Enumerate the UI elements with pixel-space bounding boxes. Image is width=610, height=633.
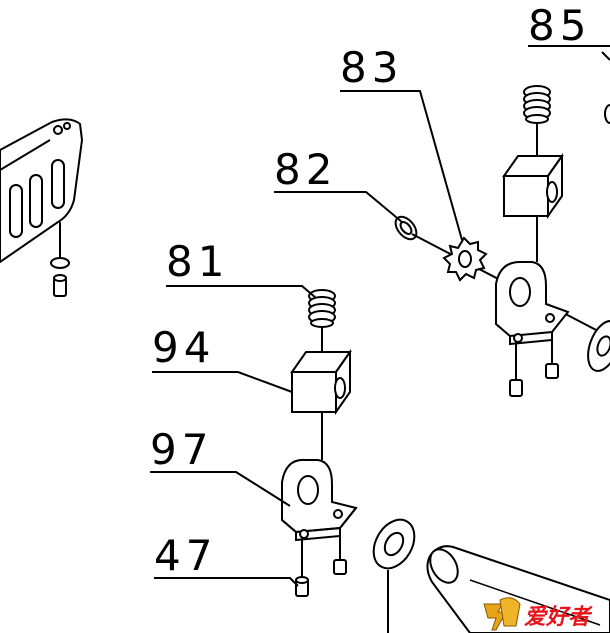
watermark-logo: 爱好者 bbox=[483, 597, 593, 631]
cover-plate bbox=[0, 118, 84, 297]
label-47: 47 bbox=[154, 531, 217, 580]
shaft bbox=[426, 545, 610, 633]
label-81: 81 bbox=[166, 237, 229, 286]
label-83: 83 bbox=[340, 43, 403, 92]
washer-lower bbox=[372, 518, 416, 633]
watermark-text: 爱好者 bbox=[524, 605, 593, 630]
spring-85 bbox=[523, 85, 551, 156]
washer-right bbox=[587, 320, 610, 372]
label-97: 97 bbox=[150, 425, 213, 474]
bracket-right bbox=[495, 261, 570, 397]
bracket-97 bbox=[281, 458, 358, 582]
spring-81 bbox=[308, 289, 336, 352]
label-82: 82 bbox=[274, 145, 337, 194]
leader-lines bbox=[150, 45, 610, 587]
screw-47 bbox=[295, 576, 309, 597]
gear-83 bbox=[442, 236, 488, 282]
label-85: 85 bbox=[528, 1, 591, 50]
part-edge-top-right bbox=[604, 104, 610, 124]
block-94 bbox=[290, 348, 352, 460]
label-94: 94 bbox=[152, 323, 215, 372]
clip-82 bbox=[394, 215, 418, 241]
block-right bbox=[502, 152, 564, 262]
